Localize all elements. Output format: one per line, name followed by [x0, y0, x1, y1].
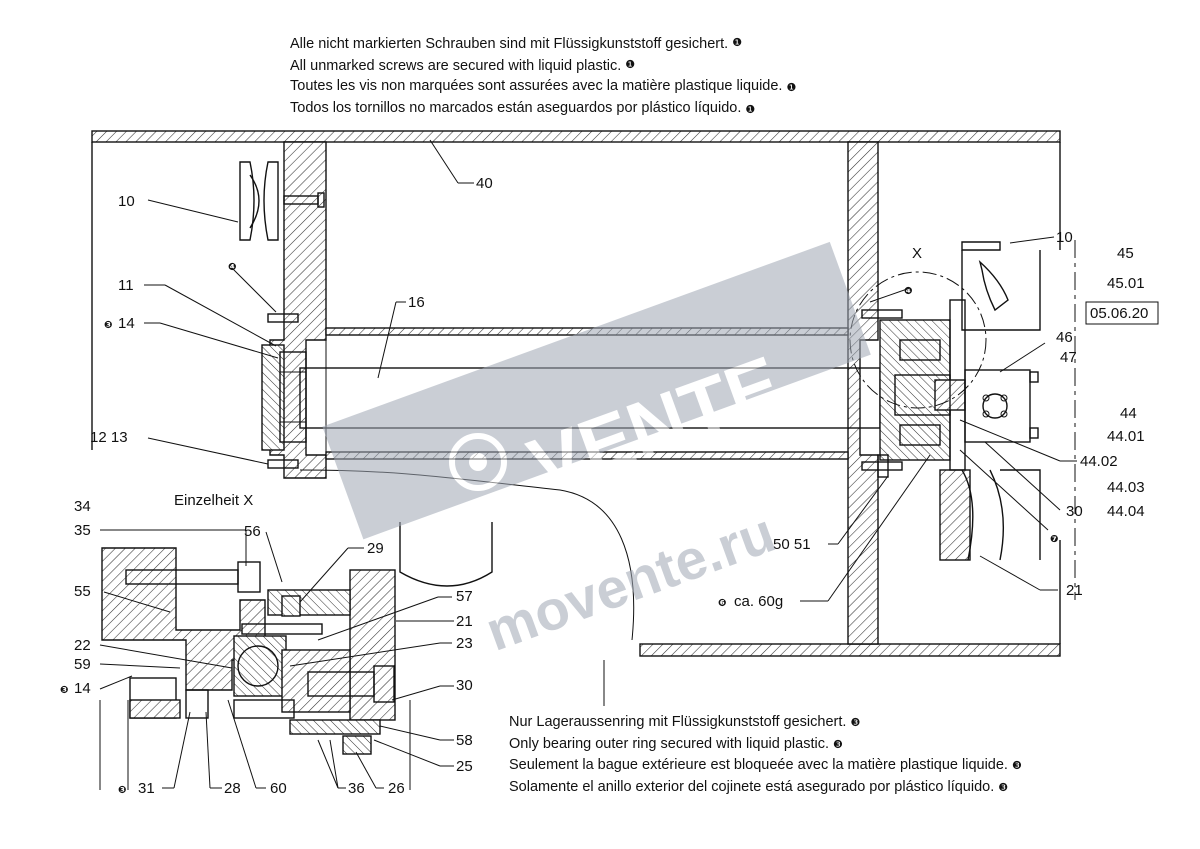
callout-31: 31 — [138, 780, 155, 797]
callout-21-detail: 21 — [456, 613, 473, 630]
mark-3: ❸ — [118, 785, 127, 796]
motor-box — [964, 369, 1031, 443]
callout-12-13: 12 13 — [90, 429, 128, 446]
grease-note: ca. 60g — [734, 593, 783, 610]
callout-50-51: 50 51 — [773, 536, 811, 553]
callout-56: 56 — [244, 523, 261, 540]
callout-29: 29 — [367, 540, 384, 557]
callout-45-01: 45.01 — [1107, 275, 1145, 292]
callout-16: 16 — [408, 294, 425, 311]
leader-lines — [99, 139, 1077, 789]
detail-x — [99, 522, 493, 790]
left-bearing — [279, 351, 307, 443]
callout-44-01: 44.01 — [1107, 428, 1145, 445]
mark-3: ❸ — [833, 738, 843, 751]
callout-labels: 10 40 11 14 ❸ ❹ 12 13 16 X ❹ 10 45 45.01… — [60, 175, 1159, 797]
detail-flange — [349, 569, 396, 721]
right-guide-wheel — [939, 241, 1041, 561]
note-bottom-en: Only bearing outer ring secured with liq… — [509, 735, 843, 752]
watermark-logo-icon — [449, 433, 507, 491]
notes-top: Alle nicht markierten Schrauben sind mit… — [290, 33, 796, 119]
mark-3: ❸ — [60, 685, 69, 696]
drum-wall-bottom — [639, 643, 1061, 657]
mark-3: ❸ — [104, 320, 113, 331]
detail-title: Einzelheit X — [174, 492, 253, 509]
notes-bottom: Nur Lageraussenring mit Flüssigkunststof… — [509, 712, 1022, 798]
callout-57: 57 — [456, 588, 473, 605]
revision-box-frame — [1085, 301, 1159, 325]
mark-6: ❻ — [718, 598, 726, 609]
detail-marker: X — [912, 245, 922, 262]
mark-3: ❸ — [850, 717, 861, 729]
note-bottom-de: Nur Lageraussenring mit Flüssigkunststof… — [509, 714, 861, 730]
note-top-es: Todos los tornillos no marcados están as… — [290, 99, 756, 116]
note-bottom-es: Solamente el anillo exterior del cojinet… — [509, 778, 1009, 795]
callout-40: 40 — [476, 175, 493, 192]
mark-7: ❼ — [1050, 534, 1058, 545]
mark-1: ❶ — [786, 82, 797, 94]
drum-wall-top — [91, 130, 1061, 143]
right-hub — [861, 299, 1039, 478]
callout-28: 28 — [224, 780, 241, 797]
watermark-band — [322, 241, 871, 540]
callout-44-03: 44.03 — [1107, 479, 1145, 496]
callout-47: 47 — [1060, 349, 1077, 366]
left-end-cap — [261, 344, 285, 451]
callout-30-detail: 30 — [456, 677, 473, 694]
mark-1: ❶ — [732, 37, 743, 49]
callout-21-right: 21 — [1066, 582, 1083, 599]
callout-36: 36 — [348, 780, 365, 797]
callout-58: 58 — [456, 732, 473, 749]
callout-25: 25 — [456, 758, 473, 775]
watermark-url: movente.ru — [477, 500, 782, 662]
mark-4: ❹ — [904, 286, 912, 297]
note-top-de: Alle nicht markierten Schrauben sind mit… — [290, 36, 743, 52]
note-top-en: All unmarked screws are secured with liq… — [290, 57, 636, 74]
callout-46: 46 — [1056, 329, 1073, 346]
callout-60: 60 — [270, 780, 287, 797]
callout-44: 44 — [1120, 405, 1137, 422]
callout-44-02: 44.02 — [1080, 453, 1118, 470]
note-bottom-fr: Seulement la bague extérieure est bloque… — [509, 757, 1022, 773]
callout-22: 22 — [74, 637, 91, 654]
mark-3: ❸ — [998, 781, 1009, 794]
left-guide-wheel — [239, 161, 279, 241]
callout-14-left: 14 — [118, 315, 135, 332]
callout-26: 26 — [388, 780, 405, 797]
callout-45: 45 — [1117, 245, 1134, 262]
bolt — [267, 313, 299, 323]
bolt — [861, 309, 903, 319]
callout-10-left: 10 — [118, 193, 135, 210]
mark-1: ❶ — [625, 58, 636, 71]
callout-10-right: 10 — [1056, 229, 1073, 246]
callout-35: 35 — [74, 522, 91, 539]
callout-11: 11 — [118, 277, 134, 294]
callout-59: 59 — [74, 656, 91, 673]
mark-1: ❶ — [745, 103, 756, 116]
callout-55: 55 — [74, 583, 91, 600]
callout-34: 34 — [74, 498, 91, 515]
revision-box: 05.06.20 — [1090, 305, 1148, 322]
right-flange — [847, 141, 879, 645]
mark-4: ❹ — [228, 262, 236, 273]
callout-30-right: 30 — [1066, 503, 1083, 520]
note-top-fr: Toutes les vis non marquées sont assurée… — [290, 78, 797, 94]
callout-23: 23 — [456, 635, 473, 652]
callout-14-detail: 14 — [74, 680, 91, 697]
bolt — [861, 461, 903, 471]
mark-3: ❸ — [1012, 760, 1022, 772]
callout-44-04: 44.04 — [1107, 503, 1145, 520]
